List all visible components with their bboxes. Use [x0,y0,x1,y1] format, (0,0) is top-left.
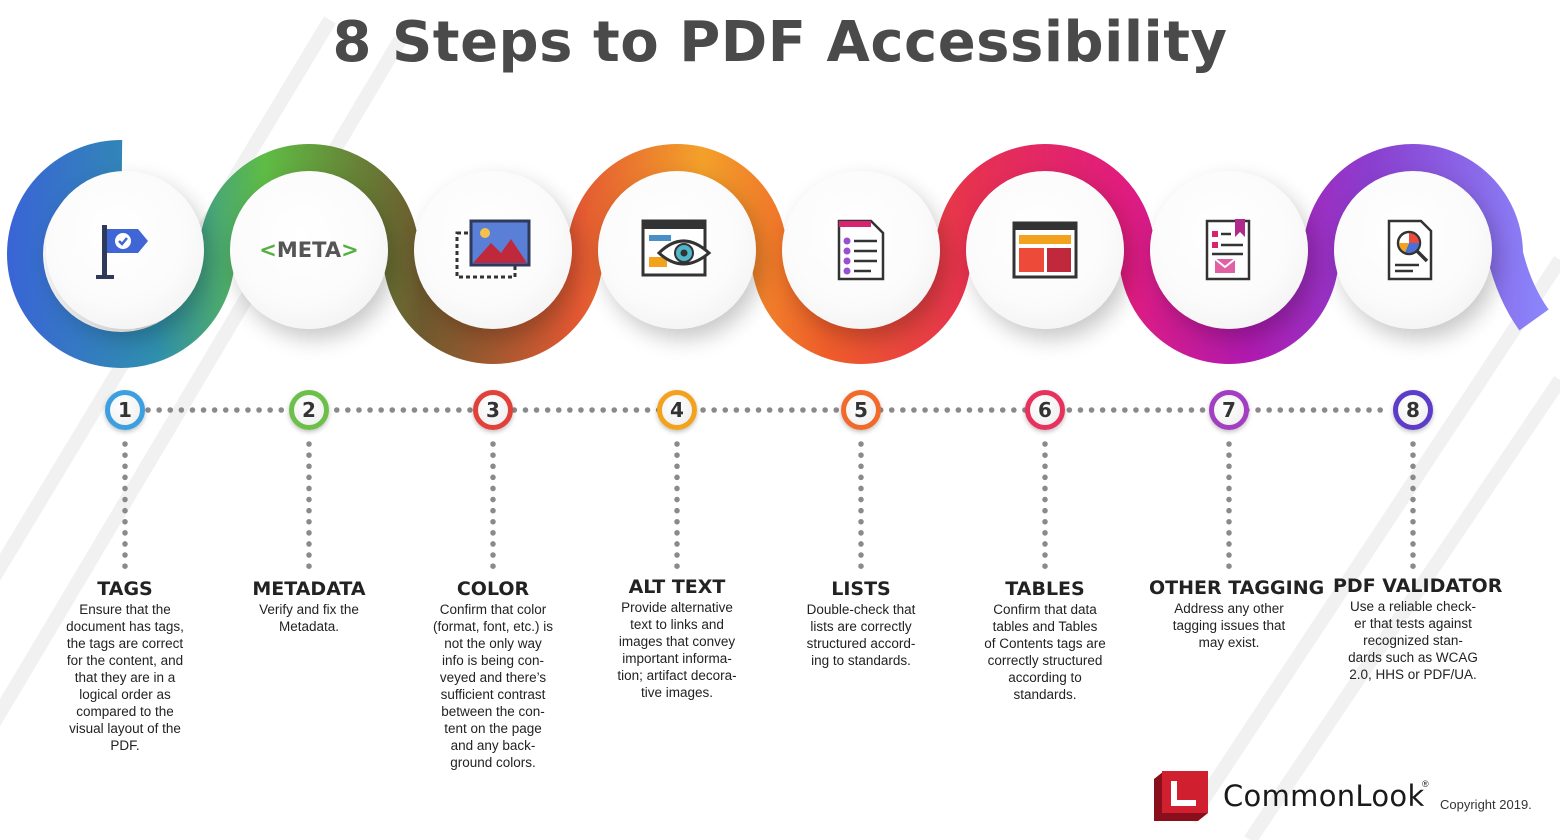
step-1-text: TAGS Ensure that the document has tags, … [45,578,205,754]
step-8-number: 8 [1393,390,1433,430]
step-3-text: COLOR Confirm that color (format, font, … [413,578,573,771]
brand-name: CommonLook [1223,779,1425,813]
step-7-text: OTHER TAGGING Address any other tagging … [1149,577,1325,651]
step-7-description: Address any other tagging issues that ma… [1172,601,1286,650]
step-2-description: Verify and fix the Metadata. [259,602,359,634]
step-8-text: PDF VALIDATOR Use a reliable check- er t… [1333,575,1503,683]
registered-mark: ® [1422,779,1429,789]
step-5-number: 5 [841,390,881,430]
step-6-number: 6 [1025,390,1065,430]
step-7-number: 7 [1209,390,1249,430]
meta-tag-icon: <META> [259,238,359,262]
step-8-title: PDF VALIDATOR [1333,575,1503,597]
wave-path [7,139,1549,368]
document-search-icon [1387,219,1433,281]
step-3-description: Confirm that color (format, font, etc.) … [432,602,554,770]
step-7-circle [1150,171,1308,329]
step-4-text: ALT TEXT Provide alternative text to lin… [597,576,757,701]
step-5-title: LISTS [831,578,891,600]
step-3-number: 3 [473,390,513,430]
step-5-circle [782,171,940,329]
step-3-circle [414,171,572,329]
commonlook-logo-mark-icon [1154,771,1208,821]
step-1-description: Ensure that the document has tags, the t… [66,602,184,753]
step-8-circle [1334,171,1492,329]
step-6-text: TABLES Confirm that data tables and Tabl… [965,578,1125,703]
step-4-title: ALT TEXT [628,576,726,598]
eye-browser-icon [641,219,712,277]
step-4-circle [598,171,756,329]
step-4-description: Provide alternative text to links and im… [617,600,737,700]
step-1-title: TAGS [97,578,153,600]
image-icon [455,219,531,279]
wave-ribbon [7,139,1549,368]
step-1-circle [46,171,204,329]
step-4-number: 4 [657,390,697,430]
step-7-title: OTHER TAGGING [1149,577,1325,599]
copyright-text: Copyright 2019. [1440,797,1532,812]
commonlook-logo: CommonLook ® Copyright 2019. [1150,765,1550,825]
step-5-text: LISTS Double-check that lists are correc… [781,578,941,669]
bookmark-document-icon [1205,219,1251,281]
step-8-description: Use a reliable check- er that tests agai… [1348,599,1478,682]
step-2-number: 2 [289,390,329,430]
step-2-title: METADATA [252,578,366,600]
table-icon [1012,221,1078,279]
step-1-number: 1 [105,390,145,430]
step-5-description: Double-check that lists are correctly st… [806,602,916,668]
step-2-circle: <META> [230,171,388,329]
step-6-title: TABLES [1005,578,1085,600]
step-3-title: COLOR [456,578,530,600]
step-6-circle [966,171,1124,329]
flag-check-icon [96,225,148,279]
step-6-description: Confirm that data tables and Tables of C… [984,602,1106,702]
step-2-text: METADATA Verify and fix the Metadata. [229,578,389,635]
checklist-icon [837,219,885,281]
page-title: 8 Steps to PDF Accessibility [332,10,1228,75]
